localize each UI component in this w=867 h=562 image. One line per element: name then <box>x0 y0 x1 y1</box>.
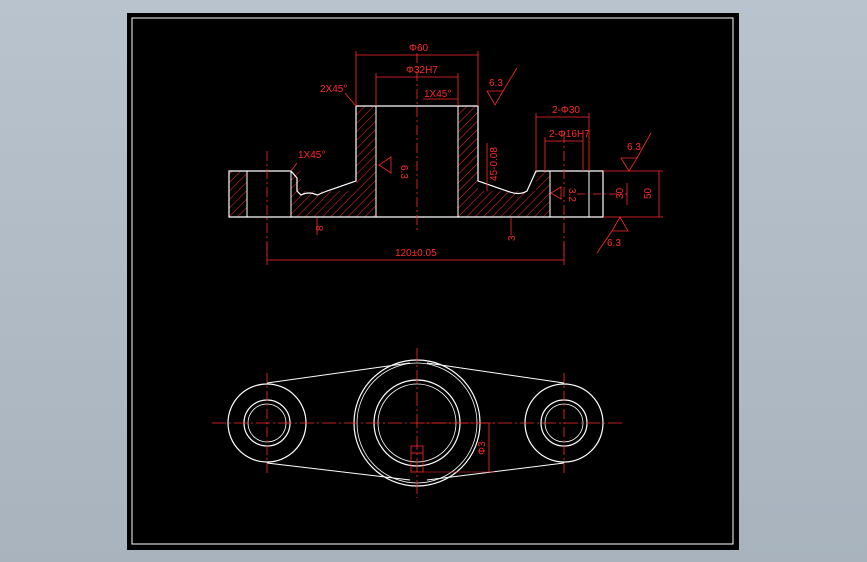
dim-hole-dia: 2-Φ30 <box>552 105 580 116</box>
dim-center-distance: 120±0.05 <box>395 248 437 259</box>
plan-view: Φ3 <box>212 348 622 498</box>
dim-bore: Φ32H7 <box>406 65 438 76</box>
dim-chamfer-left: 1X45° <box>298 150 325 161</box>
roughness-hole: 3.2 <box>566 188 577 202</box>
dim-top-width: Φ60 <box>409 43 429 54</box>
drawing-frame <box>131 17 734 545</box>
roughness-top: 6.3 <box>489 78 503 89</box>
dim-small-right: 3 <box>507 235 518 241</box>
drawing-viewport[interactable]: Φ60 Φ32H7 2X45° 1X45° 1X45° 6.3 6.3 6.3 <box>127 13 739 550</box>
plan-tangent-lines <box>266 362 565 481</box>
hatch-left-web <box>291 171 301 217</box>
hatch-boss-right <box>458 106 478 217</box>
dim-height: 50 <box>643 187 654 199</box>
roughness-bore: 6.3 <box>398 165 409 179</box>
dim-chamfer-inner: 1X45° <box>424 89 451 100</box>
roughness-right-bottom: 6.3 <box>607 238 621 249</box>
roughness-right-top: 6.3 <box>627 142 641 153</box>
dim-small-left: 8 <box>315 225 326 231</box>
hatch-left-rib <box>301 191 356 217</box>
cad-drawing: Φ60 Φ32H7 2X45° 1X45° 1X45° 6.3 6.3 6.3 <box>131 17 734 545</box>
dim-plan: Φ3 <box>477 441 488 455</box>
plan-pin-hole <box>410 445 424 473</box>
dim-step: 30 <box>615 187 626 199</box>
dim-hole-fit: 2-Φ16H7 <box>549 129 590 140</box>
dim-boss-height: 45-0.08 <box>489 147 500 181</box>
dim-chamfer-top: 2X45° <box>320 84 347 95</box>
hatch-right-rib <box>478 191 536 217</box>
hatch-boss-left <box>356 106 376 217</box>
hatch-left-flange <box>229 171 247 217</box>
section-outline <box>228 105 604 218</box>
hatch-right-web <box>536 171 550 217</box>
section-view: Φ60 Φ32H7 2X45° 1X45° 1X45° 6.3 6.3 6.3 <box>228 43 663 265</box>
